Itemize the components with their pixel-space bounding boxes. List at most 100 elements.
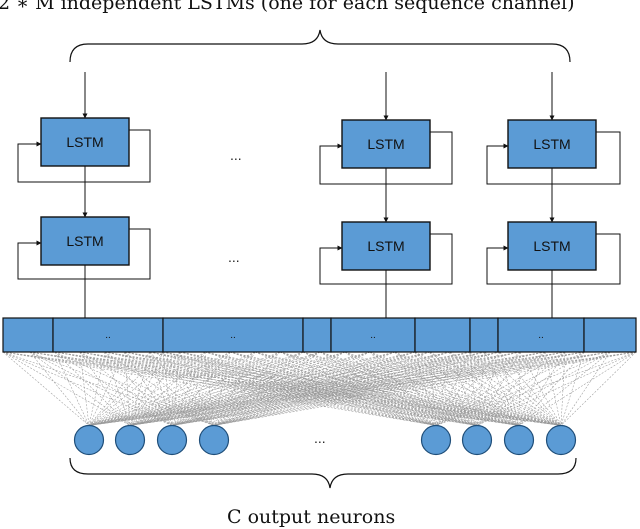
connection-line xyxy=(518,351,611,426)
connection-line xyxy=(560,351,611,426)
connection-line xyxy=(213,351,471,426)
connection-line xyxy=(162,351,520,426)
lstm-label: LSTM xyxy=(367,238,404,254)
connection-line xyxy=(435,351,486,426)
connection-line xyxy=(484,351,562,426)
connection-line xyxy=(229,351,520,426)
connection-line xyxy=(171,351,501,426)
connection-line xyxy=(213,351,637,426)
connection-line xyxy=(476,351,546,426)
segment-ellipsis: .. xyxy=(538,330,544,341)
connection-line xyxy=(88,351,637,426)
connection-line xyxy=(435,351,471,426)
connection-line xyxy=(124,351,437,426)
connection-line xyxy=(29,351,90,426)
connection-line xyxy=(476,351,637,426)
connection-line xyxy=(171,351,371,426)
layer-segment xyxy=(497,317,585,353)
connection-line xyxy=(88,351,585,426)
connection-line xyxy=(204,351,215,426)
connection-line xyxy=(129,351,256,426)
connection-line xyxy=(2,351,478,426)
connection-line xyxy=(129,351,611,426)
connection-line xyxy=(54,351,131,426)
connection-line xyxy=(79,351,173,426)
connection-line xyxy=(129,351,585,426)
connection-line xyxy=(129,351,416,426)
connection-lines xyxy=(2,351,637,426)
connection-line xyxy=(254,351,437,426)
connection-line xyxy=(88,351,611,426)
connection-line xyxy=(2,351,215,426)
output-neuron xyxy=(156,424,188,456)
connection-line xyxy=(394,351,437,426)
segment-ellipsis: .. xyxy=(105,330,111,341)
connection-line xyxy=(29,351,520,426)
connection-line xyxy=(213,351,451,426)
connection-line xyxy=(2,351,437,426)
connection-line xyxy=(88,351,281,426)
connection-line xyxy=(213,351,566,426)
top-label: 2 ∗ M independent LSTMs (one for each se… xyxy=(0,0,574,14)
connection-line xyxy=(213,351,431,426)
segment-ellipsis: .. xyxy=(230,330,236,341)
connection-line xyxy=(476,351,521,426)
connection-line xyxy=(54,351,478,426)
connection-line xyxy=(171,351,321,426)
connection-line xyxy=(129,351,637,426)
connection-line xyxy=(129,351,321,426)
connection-line xyxy=(129,351,566,426)
connection-line xyxy=(29,351,437,426)
connection-line xyxy=(2,351,562,426)
layer-segment xyxy=(469,317,499,353)
lstm-cell xyxy=(40,216,130,266)
connection-line xyxy=(435,351,637,426)
connection-line xyxy=(88,351,521,426)
connection-line xyxy=(435,351,546,426)
connection-line xyxy=(484,351,520,426)
connection-line xyxy=(54,351,437,426)
output-neurons xyxy=(73,424,577,456)
bottom-label: C output neurons xyxy=(227,506,395,528)
connection-line xyxy=(476,351,566,426)
connection-line xyxy=(129,351,206,426)
connection-line xyxy=(171,351,471,426)
connection-line xyxy=(213,351,321,426)
connection-line xyxy=(88,351,206,426)
output-neuron xyxy=(503,424,535,456)
lstm-label: LSTM xyxy=(66,233,103,249)
connection-line xyxy=(88,351,126,426)
connection-line xyxy=(88,351,181,426)
layer-segment xyxy=(583,317,637,353)
layer-segment xyxy=(162,317,304,353)
connection-line xyxy=(79,351,215,426)
neurons-ellipsis: ... xyxy=(314,430,326,446)
connection-line xyxy=(88,351,431,426)
connection-line xyxy=(88,351,471,426)
top-brace xyxy=(69,29,571,63)
connection-line xyxy=(129,351,231,426)
connection-line xyxy=(319,351,437,426)
connection-line xyxy=(162,351,173,426)
connection-line xyxy=(171,351,637,426)
recurrent-loop xyxy=(486,233,621,285)
connection-line xyxy=(171,351,566,426)
connection-line xyxy=(149,351,173,426)
connection-line xyxy=(129,351,181,426)
recurrent-loop xyxy=(17,228,151,280)
connection-line xyxy=(171,351,451,426)
connection-line xyxy=(469,351,478,426)
lstm-label: LSTM xyxy=(66,134,103,150)
connection-line xyxy=(2,351,90,426)
output-neuron xyxy=(545,424,577,456)
connection-line xyxy=(124,351,131,426)
connection-line xyxy=(79,351,478,426)
layer-segment xyxy=(302,317,332,353)
connection-line xyxy=(499,351,562,426)
connection-line xyxy=(319,351,520,426)
connection-line xyxy=(254,351,520,426)
connection-line xyxy=(213,351,501,426)
layer-segment xyxy=(414,317,471,353)
